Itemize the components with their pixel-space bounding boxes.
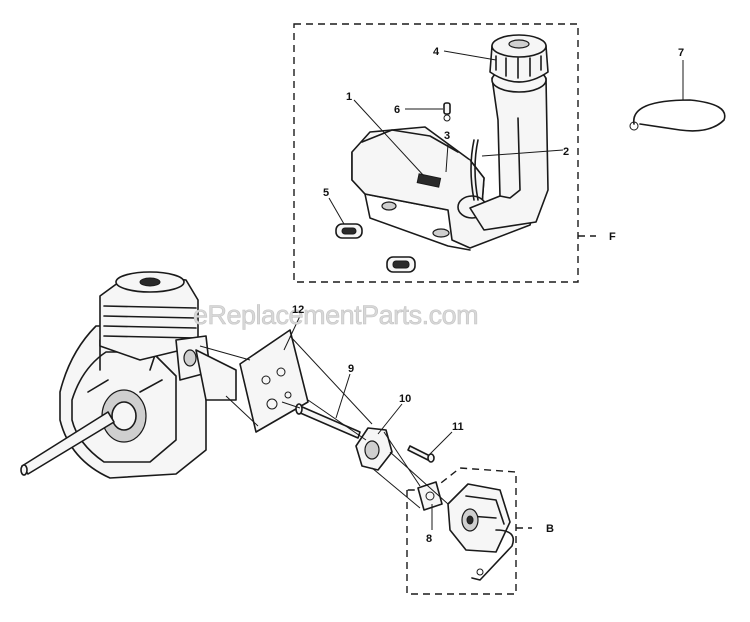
callout-2: 2: [563, 146, 569, 158]
callout-6: 6: [394, 104, 400, 116]
drive-shaft: [20, 411, 115, 476]
watermark-text: eReplacementParts.com: [193, 300, 478, 330]
fitting-6: [443, 102, 451, 122]
callout-12: 12: [292, 304, 304, 316]
retaining-clip: [633, 99, 726, 132]
callout-10: 10: [399, 393, 411, 405]
callout-7: 7: [678, 47, 684, 59]
screw-11: [407, 445, 435, 463]
callout-11: 11: [452, 421, 464, 433]
callout-9: 9: [348, 363, 354, 375]
group-f-frame: [293, 23, 579, 283]
fuel-cap: [489, 34, 549, 83]
grommets: [335, 223, 416, 273]
fuel-line: [470, 139, 475, 201]
callout-5: 5: [323, 187, 329, 199]
group-label-f: F: [609, 231, 616, 243]
carburetor: [447, 483, 515, 581]
callout-4: 4: [433, 46, 440, 58]
long-screws: [281, 401, 361, 439]
filler-neck: [469, 67, 549, 231]
assembly-lines: [199, 335, 449, 509]
callout-3: 3: [444, 130, 450, 142]
group-label-b: B: [546, 523, 554, 535]
callout-1: 1: [346, 91, 352, 103]
callout-8: 8: [426, 533, 432, 545]
carb-gasket: [417, 481, 443, 511]
insulator: [355, 427, 393, 471]
leader-lines: [283, 50, 684, 530]
gasket: [239, 329, 309, 433]
